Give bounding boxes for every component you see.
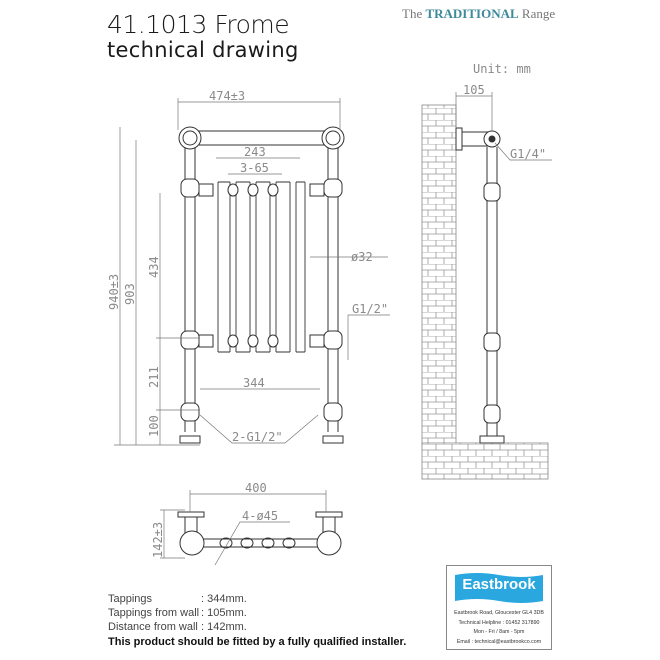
- range-prefix: The: [402, 6, 423, 21]
- spec-row-distance-from-wall: Distance from wall: 142mm.: [108, 620, 247, 634]
- dim-overall-height: 940±3: [107, 274, 121, 310]
- dim-foot-diameter: 4-ø45: [242, 509, 278, 523]
- dim-pipe-diameter: ø32: [351, 250, 373, 264]
- dim-wall-offset: 105: [463, 83, 485, 97]
- spec-row-tappings: Tappings : 344mm.: [108, 592, 247, 606]
- brand-contact-box: Eastbrook Eastbrook Road, Gloucester GL4…: [446, 565, 552, 650]
- dim-radiator-width: 243: [244, 145, 266, 159]
- dim-overall-width: 474±3: [209, 89, 245, 103]
- contact-helpline: Technical Helpline : 01452 317890: [458, 619, 540, 626]
- drawing-subtitle: technical drawing: [107, 38, 299, 62]
- spec-value: : 344mm.: [201, 593, 247, 605]
- dim-depth-from-wall: 142±3: [151, 522, 165, 558]
- front-view: [178, 126, 345, 444]
- product-title: 41.1013 Frome: [107, 10, 290, 39]
- spec-value: : 142mm.: [201, 621, 247, 633]
- installer-warning: This product should be fitted by a fully…: [108, 636, 407, 648]
- spec-label: Tappings: [108, 593, 153, 605]
- brand-name: Eastbrook: [462, 576, 536, 593]
- spec-row-tappings-from-wall: Tappings from wall: 105mm.: [108, 606, 247, 620]
- dim-foot-height: 100: [147, 415, 161, 437]
- dim-radiator-height: 434: [147, 256, 161, 278]
- contact-hours: Mon - Fri / 8am - 5pm: [473, 629, 525, 635]
- dim-bleed-thread: G1/4": [510, 147, 546, 161]
- eastbrook-flag-logo-icon: [455, 573, 543, 603]
- side-view: [421, 92, 552, 480]
- dim-section-pitch: 3-65: [240, 161, 269, 175]
- dim-rail-height: 903: [123, 283, 137, 305]
- spec-label: Distance from wall: [108, 621, 198, 633]
- contact-address: Eastbrook Road, Gloucester GL4 3DB: [454, 610, 544, 616]
- spec-value: : 105mm.: [201, 607, 247, 619]
- dim-tapping-thread: 2-G1/2": [232, 430, 283, 444]
- contact-details: Eastbrook Road, Gloucester GL4 3DB Techn…: [447, 609, 551, 647]
- dim-connection-thread: G1/2": [352, 302, 388, 316]
- range-brand: TRADITIONAL: [425, 6, 519, 21]
- unit-label: Unit: mm: [473, 62, 531, 76]
- contact-email: Email : technical@eastbrookco.com: [456, 638, 542, 645]
- dim-foot-centres: 400: [245, 481, 267, 495]
- range-suffix: Range: [521, 6, 556, 21]
- range-label: The TRADITIONAL Range: [402, 6, 555, 22]
- spec-notes: Tappings : 344mm. Tappings from wall: 105…: [108, 592, 247, 634]
- plan-view: [177, 511, 343, 556]
- dim-mid-height: 211: [147, 366, 161, 388]
- dim-tapping-centres: 344: [243, 376, 265, 390]
- front-dimensions: [114, 98, 390, 446]
- spec-label: Tappings from wall: [108, 607, 200, 619]
